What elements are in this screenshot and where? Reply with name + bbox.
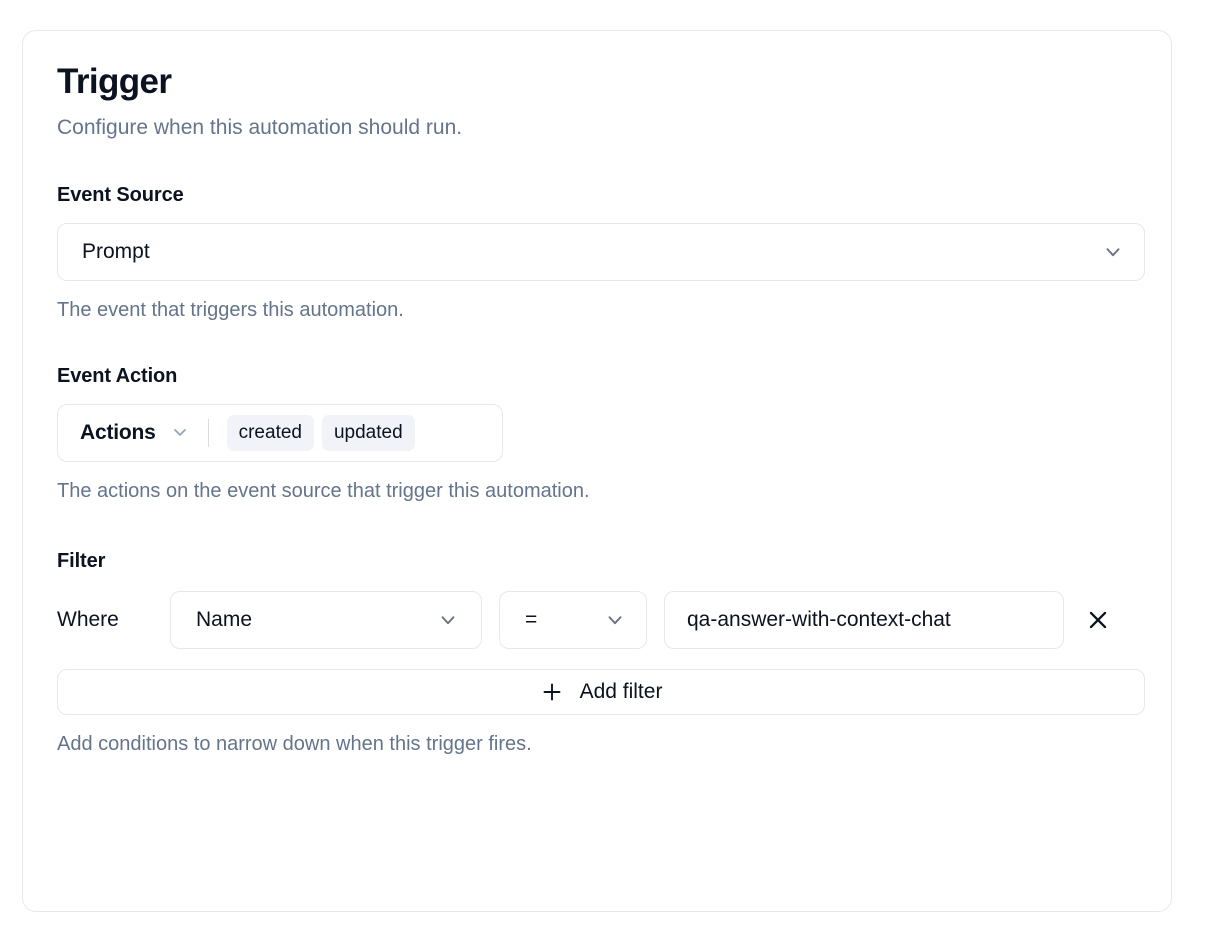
filter-label: Filter [57, 550, 106, 572]
filter-row: Where Name = qa-answer-with-context-chat [57, 591, 1137, 649]
chevron-down-icon [437, 609, 459, 631]
event-action-help: The actions on the event source that tri… [57, 480, 590, 502]
trigger-card: Trigger Configure when this automation s… [22, 30, 1172, 912]
card-subtitle: Configure when this automation should ru… [57, 116, 463, 139]
filter-value-input[interactable]: qa-answer-with-context-chat [664, 591, 1064, 649]
filter-operator-value: = [525, 608, 538, 631]
event-action-label: Event Action [57, 365, 178, 387]
event-source-label: Event Source [57, 184, 184, 206]
event-action-field: Event Action Actions created updated The… [57, 364, 1137, 503]
filter-field-select[interactable]: Name [170, 591, 482, 649]
remove-filter-button[interactable] [1076, 598, 1120, 642]
add-filter-button[interactable]: Add filter [57, 669, 1145, 715]
filter-help: Add conditions to narrow down when this … [57, 733, 532, 755]
event-source-select[interactable]: Prompt [57, 223, 1145, 281]
add-filter-label: Add filter [579, 680, 663, 703]
filter-operator-select[interactable]: = [499, 591, 647, 649]
event-source-field: Event Source Prompt The event that trigg… [57, 183, 1145, 322]
page-title: Trigger [57, 62, 172, 101]
chip-created[interactable]: created [226, 415, 314, 451]
filter-field-value: Name [196, 608, 253, 631]
chevron-down-icon [170, 422, 192, 444]
where-label: Where [57, 608, 119, 631]
event-action-multiselect[interactable]: Actions created updated [57, 404, 503, 462]
filter-field: Filter Where Name = qa-answer-with-conte… [57, 549, 1145, 756]
event-source-value: Prompt [82, 240, 150, 263]
divider [207, 419, 209, 447]
chevron-down-icon [604, 609, 626, 631]
event-action-chips: created updated [226, 415, 415, 451]
chip-updated[interactable]: updated [321, 415, 415, 451]
chevron-down-icon [1102, 241, 1124, 263]
close-icon [1085, 607, 1111, 633]
event-action-trigger[interactable]: Actions [80, 421, 192, 445]
event-action-trigger-label: Actions [80, 421, 156, 444]
event-source-help: The event that triggers this automation. [57, 299, 404, 321]
plus-icon [540, 680, 564, 704]
